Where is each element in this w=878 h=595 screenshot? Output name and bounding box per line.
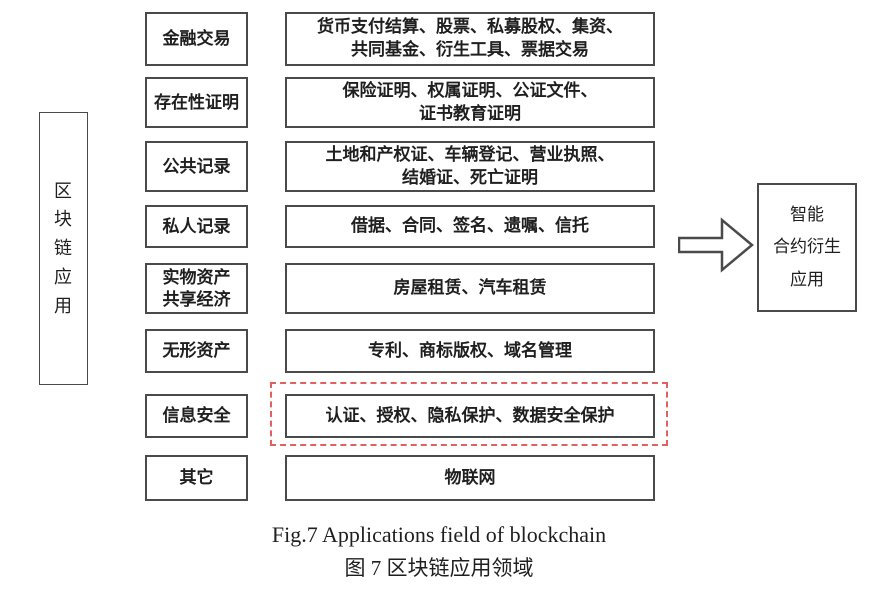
blockchain-applications-box: 区 块 链 应 用 — [39, 112, 88, 385]
figure-caption: Fig.7 Applications field of blockchain 图… — [0, 520, 878, 584]
row-other: 其它 物联网 — [0, 455, 878, 501]
detail-box: 专利、商标版权、域名管理 — [285, 329, 655, 373]
row-physical-assets-sharing-economy: 实物资产 共享经济 房屋租赁、汽车租赁 — [0, 263, 878, 314]
row-private-records: 私人记录 借据、合同、签名、遗嘱、信托 — [0, 205, 878, 248]
detail-box: 借据、合同、签名、遗嘱、信托 — [285, 205, 655, 248]
category-box: 信息安全 — [145, 394, 248, 438]
detail-box: 保险证明、权属证明、公证文件、 证书教育证明 — [285, 77, 655, 128]
detail-box: 房屋租赁、汽车租赁 — [285, 263, 655, 314]
detail-box: 物联网 — [285, 455, 655, 501]
highlight-dashed-border — [270, 382, 668, 446]
detail-box: 货币支付结算、股票、私募股权、集资、 共同基金、衍生工具、票据交易 — [285, 12, 655, 66]
category-box: 其它 — [145, 455, 248, 501]
category-box: 实物资产 共享经济 — [145, 263, 248, 314]
caption-english: Fig.7 Applications field of blockchain — [271, 522, 607, 547]
category-box: 存在性证明 — [145, 77, 248, 128]
row-proof-of-existence: 存在性证明 保险证明、权属证明、公证文件、 证书教育证明 — [0, 77, 878, 128]
category-box: 私人记录 — [145, 205, 248, 248]
category-box: 公共记录 — [145, 141, 248, 192]
row-information-security: 信息安全 认证、授权、隐私保护、数据安全保护 — [0, 394, 878, 438]
category-box: 金融交易 — [145, 12, 248, 66]
row-intangible-assets: 无形资产 专利、商标版权、域名管理 — [0, 329, 878, 373]
row-public-records: 公共记录 土地和产权证、车辆登记、营业执照、 结婚证、死亡证明 — [0, 141, 878, 192]
caption-chinese: 图 7 区块链应用领域 — [344, 555, 534, 580]
row-financial-transactions: 金融交易 货币支付结算、股票、私募股权、集资、 共同基金、衍生工具、票据交易 — [0, 12, 878, 66]
right-arrow-icon — [678, 217, 754, 273]
smart-contract-derivative-applications-box: 智能 合约衍生 应用 — [757, 183, 857, 312]
detail-box: 认证、授权、隐私保护、数据安全保护 — [285, 394, 655, 438]
detail-box: 土地和产权证、车辆登记、营业执照、 结婚证、死亡证明 — [285, 141, 655, 192]
category-box: 无形资产 — [145, 329, 248, 373]
